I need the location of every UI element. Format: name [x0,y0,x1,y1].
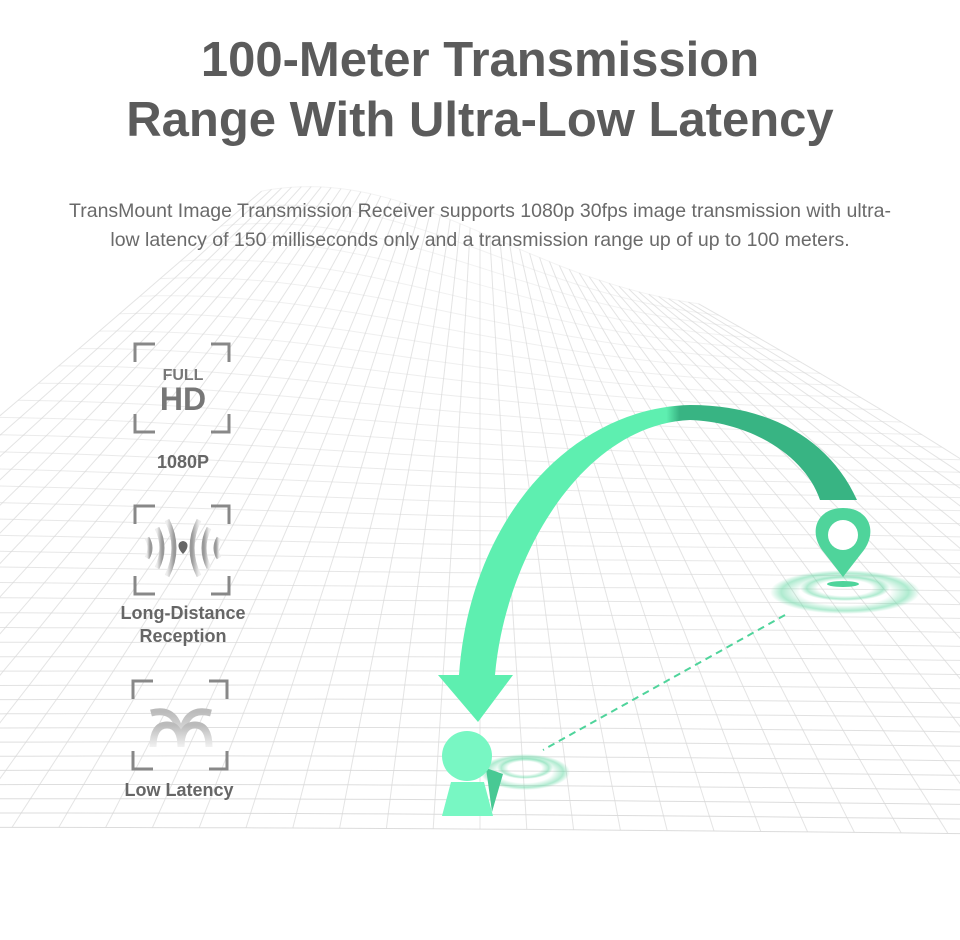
grid-line [385,223,461,829]
grid-line [618,285,960,640]
grid-line [509,244,621,831]
feature-label-1080p: 1080P [156,452,210,472]
person-receiver-icon [442,731,503,816]
grid-line [598,279,960,728]
svg-text:FULL: FULL [163,367,204,384]
grid-line [0,189,352,676]
grid-line [0,189,272,436]
signal-waves-icon [133,504,231,596]
grid-line [0,186,312,534]
bottom-fade [0,860,960,940]
grid-line [638,291,960,575]
grid-line [339,219,451,829]
grid-line [0,187,332,598]
grid-line [628,288,960,605]
dashed-link-line [542,614,786,751]
grid-line [668,298,960,507]
low-latency-icon [131,679,229,771]
signal-rings-transmitter [770,570,920,614]
grid-line [558,265,855,833]
location-dot-icon [178,541,188,554]
grid-line [688,301,960,474]
grid-line [648,293,960,549]
grid-line [11,195,382,828]
grid-line [578,272,949,834]
grid-line [0,186,302,506]
grid-line [432,227,471,829]
description: TransMount Image Transmission Receiver s… [69,200,891,251]
svg-text:HD: HD [160,381,206,417]
grid-line [658,296,960,527]
grid-line [568,269,902,834]
grid-line [0,186,322,565]
grid-line [0,186,292,481]
grid-line [588,276,960,785]
location-pin-icon [815,508,871,577]
grid-line [0,190,262,417]
grid-line [539,257,762,832]
grid-line [0,193,372,780]
grid-line [529,253,715,832]
full-hd-icon: FULL HD [133,342,231,434]
grid-line [499,240,575,830]
grid-line [292,215,441,829]
grid-line [0,187,282,458]
curved-arrow [438,405,857,722]
grid-line [198,208,421,828]
grid-line [549,261,809,833]
feature-label-low-latency: Low Latency [124,780,234,800]
grid-line [58,198,392,828]
grid-line [151,204,411,828]
grid-line [0,188,342,635]
grid-line [245,211,431,828]
grid-line [678,300,960,489]
signal-rings-receiver [480,754,570,790]
grid-line [519,249,668,831]
grid-line [698,303,960,460]
grid-line [0,191,362,724]
